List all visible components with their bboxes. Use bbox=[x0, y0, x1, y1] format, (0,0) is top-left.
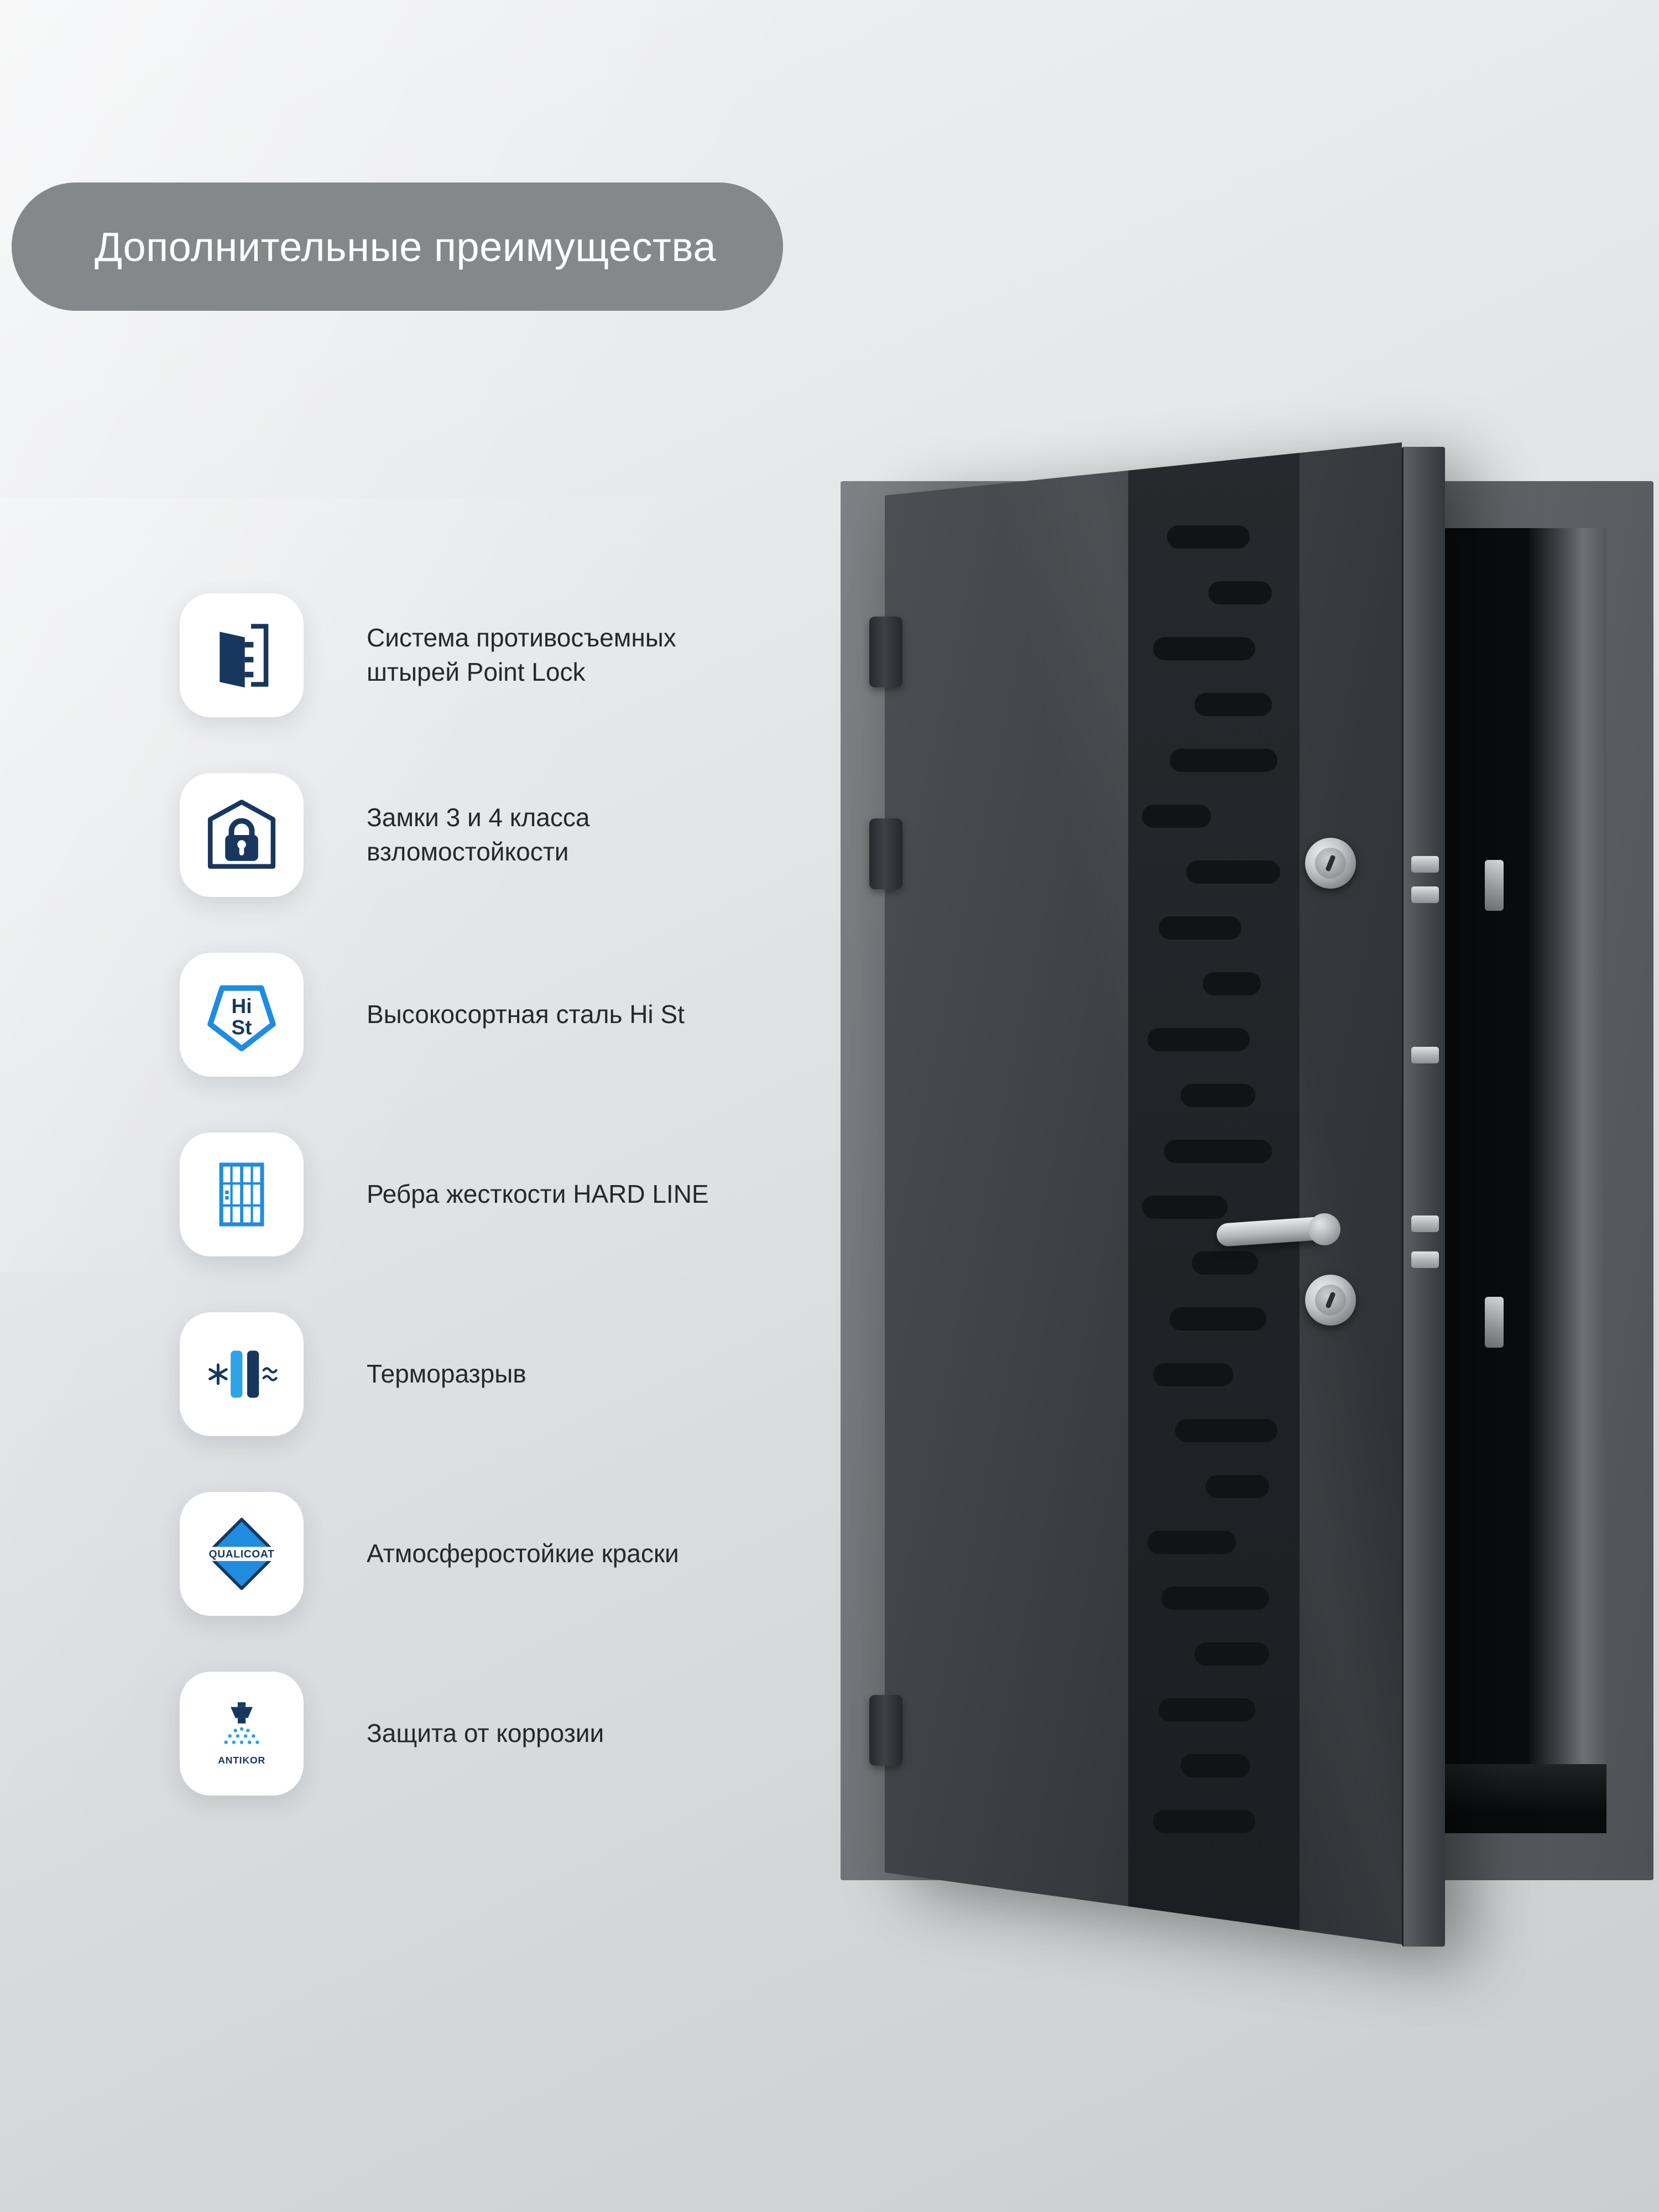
lock-strike-plate bbox=[1485, 1297, 1504, 1348]
lock-cylinder-top bbox=[1305, 838, 1356, 889]
lock-bolt bbox=[1411, 1215, 1439, 1232]
stripe-dash bbox=[1194, 693, 1272, 716]
door-leaf bbox=[885, 442, 1402, 1944]
stripe-dash bbox=[1167, 525, 1250, 549]
door-edge bbox=[1402, 447, 1445, 1947]
feature-label: Система противосъемных штырей Point Lock bbox=[367, 623, 676, 686]
feature-row: Система противосъемных штырей Point Lock bbox=[180, 593, 709, 717]
feature-label: Ребра жесткости HARD LINE bbox=[367, 1180, 709, 1209]
door-leaf-assembly bbox=[841, 442, 1653, 1947]
keyhole-icon bbox=[1315, 848, 1346, 879]
feature-icon-card bbox=[180, 593, 304, 717]
stripe-dash bbox=[1208, 581, 1272, 604]
features-list: Система противосъемных штырей Point Lock… bbox=[180, 593, 709, 1796]
stripe-dash bbox=[1203, 972, 1261, 995]
feature-row: Терморазрыв bbox=[180, 1312, 709, 1436]
stripe-dash bbox=[1142, 1196, 1228, 1219]
feature-label: Замки 3 и 4 класса взломостойкости bbox=[367, 803, 590, 866]
stripe-dash bbox=[1170, 1307, 1266, 1331]
snowflake-icon bbox=[208, 1363, 228, 1385]
stripe-dash bbox=[1181, 1084, 1255, 1107]
lock-bolt bbox=[1411, 886, 1439, 903]
lock-house-icon bbox=[207, 800, 276, 869]
stripe-dash bbox=[1147, 1028, 1250, 1051]
feature-icon-card: ANTIKOR bbox=[180, 1672, 304, 1796]
stripe-dash bbox=[1206, 1475, 1269, 1498]
hi-st-text-line1: Hi bbox=[232, 995, 252, 1018]
decorative-stripe bbox=[1128, 442, 1300, 1944]
stripe-dash bbox=[1147, 1531, 1236, 1554]
stripe-dash bbox=[1186, 860, 1280, 884]
feature-icon-card bbox=[180, 773, 304, 897]
qualicoat-icon: QUALICOAT bbox=[202, 1517, 281, 1590]
stripe-dash bbox=[1161, 1587, 1269, 1610]
feature-icon-card bbox=[180, 1312, 304, 1436]
lock-bolt bbox=[1411, 1251, 1439, 1268]
lock-bolt bbox=[1411, 1047, 1439, 1063]
hi-st-text-line2: St bbox=[232, 1016, 252, 1039]
page-title: Дополнительные преимущества bbox=[95, 223, 717, 270]
feature-label: Терморазрыв bbox=[367, 1359, 526, 1389]
hi-st-pentagon-icon: Hi St bbox=[207, 985, 276, 1052]
door-render bbox=[841, 442, 1653, 1947]
stripe-dash bbox=[1153, 1810, 1255, 1833]
point-lock-door-icon bbox=[220, 624, 269, 688]
stripe-dash bbox=[1164, 1140, 1272, 1163]
antikor-text: ANTIKOR bbox=[218, 1755, 265, 1766]
feature-row: Ребра жесткости HARD LINE bbox=[180, 1133, 709, 1256]
keyhole-icon bbox=[1315, 1285, 1346, 1316]
thermal-break-icon bbox=[208, 1350, 278, 1398]
stripe-dash bbox=[1194, 1642, 1269, 1666]
feature-label: Атмосферостойкие краски bbox=[367, 1539, 679, 1568]
stripe-dash bbox=[1159, 916, 1241, 940]
feature-label: Высокосортная сталь Hi St bbox=[367, 1000, 685, 1029]
door-hinge bbox=[869, 818, 902, 889]
stripe-dash bbox=[1159, 1698, 1255, 1721]
hard-line-ribs-icon bbox=[219, 1162, 264, 1227]
stripe-dash bbox=[1153, 1363, 1233, 1386]
lock-cylinder-bottom bbox=[1305, 1275, 1356, 1326]
door-hinge bbox=[869, 1695, 902, 1766]
lock-bolt bbox=[1411, 856, 1439, 873]
stripe-dash bbox=[1181, 1754, 1250, 1777]
feature-icon-card bbox=[180, 1133, 304, 1256]
feature-row: Hi St Высокосортная сталь Hi St bbox=[180, 953, 709, 1077]
qualicoat-text: QUALICOAT bbox=[209, 1548, 275, 1560]
feature-icon-card: QUALICOAT bbox=[180, 1492, 304, 1616]
feature-row: ANTIKOR Защита от коррозии bbox=[180, 1672, 709, 1796]
stripe-dash bbox=[1175, 1419, 1277, 1442]
feature-row: QUALICOAT Атмосферостойкие краски bbox=[180, 1492, 709, 1616]
feature-icon-card: Hi St bbox=[180, 953, 304, 1077]
door-handle-rosette bbox=[1308, 1213, 1340, 1245]
stripe-dash bbox=[1142, 805, 1211, 828]
antikor-spray-icon: ANTIKOR bbox=[218, 1702, 265, 1766]
page-title-pill: Дополнительные преимущества bbox=[12, 182, 783, 311]
spray-dots bbox=[224, 1727, 259, 1744]
stripe-dash bbox=[1153, 637, 1255, 660]
frame-interior-return bbox=[1529, 528, 1606, 1833]
feature-row: Замки 3 и 4 класса взломостойкости bbox=[180, 773, 709, 897]
stripe-dash bbox=[1170, 749, 1277, 772]
feature-label: Защита от коррозии bbox=[367, 1719, 604, 1748]
door-hinge bbox=[869, 617, 902, 687]
lock-strike-plate bbox=[1485, 860, 1504, 911]
stripe-dash bbox=[1192, 1251, 1258, 1275]
